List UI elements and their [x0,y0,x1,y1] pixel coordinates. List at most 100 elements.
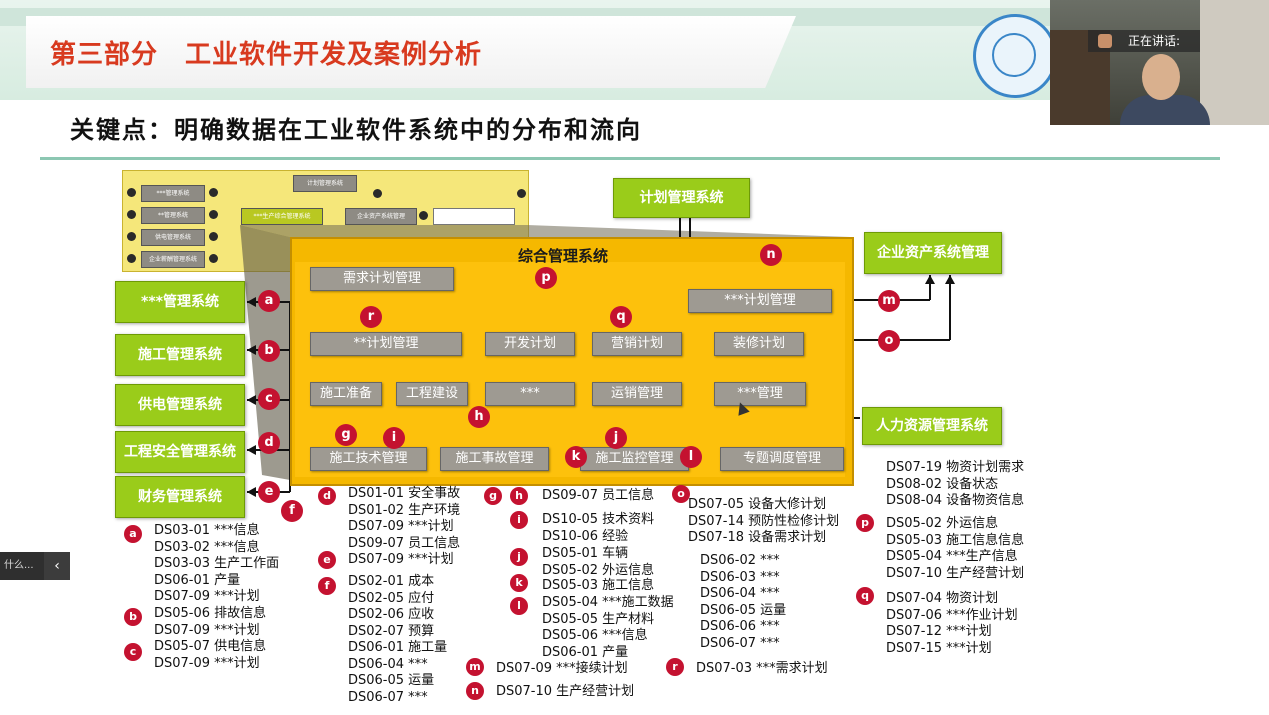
mini-node [419,211,428,220]
legend-badge-q: q [856,587,874,605]
construction-accident-box: 施工事故管理 [440,447,549,471]
mini-box: 计划管理系统 [293,175,357,192]
speaking-indicator: 正在讲话: [1088,30,1200,52]
legend-badge-r: r [666,658,684,676]
badge-c: c [258,388,280,410]
badge-j: j [605,427,627,449]
slide-subtitle: 关键点：明确数据在工业软件系统中的分布和流向 [70,116,642,144]
speaking-label: 正在讲话: [1128,34,1181,48]
legend-badge-e: e [318,551,336,569]
title-banner [26,16,796,88]
slide-title: 第三部分 工业软件开发及案例分析 [50,40,483,70]
hr-system-box: 人力资源管理系统 [862,407,1002,445]
system-box: ***管理系统 [115,281,245,323]
integrated-system-title: 综合管理系统 [518,247,609,265]
legend-badge-b: b [124,608,142,626]
engineering-box: 工程建设 [396,382,468,406]
marketing-plan-box: 营销计划 [592,332,682,356]
legend-list-e: DS07-09 ***计划 [348,552,454,567]
badge-d: d [258,432,280,454]
legend-badge-f: f [318,577,336,595]
badge-g: g [335,424,357,446]
mini-box: **管理系统 [141,207,205,224]
chevron-left-icon[interactable]: ‹ [44,552,70,580]
legend-badge-a: a [124,525,142,543]
mini-box: 企业资产系统管理 [345,208,417,225]
badge-h: h [468,406,490,428]
mini-node [127,254,136,263]
university-logo [973,14,1057,98]
mini-node [127,188,136,197]
system-box: 供电管理系统 [115,384,245,426]
badge-e: e [258,481,280,503]
mini-node [209,210,218,219]
plan-system-box: 计划管理系统 [613,178,750,218]
legend-badge-g: g [484,487,502,505]
badge-r: r [360,306,382,328]
badge-b: b [258,340,280,362]
side-panel-toggle[interactable]: 什么... ‹ [0,552,70,580]
mini-box: 供电管理系统 [141,229,205,246]
system-box: 财务管理系统 [115,476,245,518]
mini-node [373,189,382,198]
asset-system-box: 企业资产系统管理 [864,232,1002,274]
legend-badge-m: m [466,658,484,676]
mini-node [127,232,136,241]
star-plan-mgmt-box: ***计划管理 [688,289,832,313]
construction-monitor-box: 施工监控管理 [580,447,689,471]
badge-f: f [281,500,303,522]
badge-k: k [565,446,587,468]
badge-a: a [258,290,280,312]
badge-m: m [878,290,900,312]
construction-prep-box: 施工准备 [310,382,382,406]
transport-mgmt-box: 运销管理 [592,382,682,406]
badge-i: i [383,427,405,449]
legend-badge-j: j [510,548,528,566]
demand-plan-box: 需求计划管理 [310,267,454,291]
plan2-box: **计划管理 [310,332,462,356]
repair-plan-box: 装修计划 [714,332,804,356]
mini-node [209,254,218,263]
legend-list-gh: DS09-07 员工信息 [542,488,655,503]
legend-list-o2: DS06-02 ***DS06-03 ***DS06-04 ***DS06-05… [700,553,787,651]
legend-list-r: DS07-03 ***需求计划 [696,661,828,676]
badge-p: p [535,267,557,289]
mini-node [127,210,136,219]
mini-box-blank [433,208,515,225]
legend-badge-d: d [318,487,336,505]
legend-badge-c: c [124,643,142,661]
mini-node [517,189,526,198]
mini-node [209,188,218,197]
stars-box: *** [485,382,575,406]
legend-badge-p: p [856,514,874,532]
legend-badge-n: n [466,682,484,700]
system-box: 工程安全管理系统 [115,431,245,473]
badge-q: q [610,306,632,328]
badge-l: l [680,446,702,468]
legend-badge-o: o [672,485,690,503]
dispatch-box: 专题调度管理 [720,447,844,471]
speaker-avatar-icon [1098,34,1112,48]
construction-tech-box: 施工技术管理 [310,447,427,471]
badge-n: n [760,244,782,266]
divider [40,157,1220,160]
star-mgmt-box: ***管理 [714,382,806,406]
system-box: 施工管理系统 [115,334,245,376]
legend-list-m: DS07-09 ***接续计划 [496,661,628,676]
mini-box: ***管理系统 [141,185,205,202]
mini-box: 企业薪酬管理系统 [141,251,205,268]
legend-list-k: DS05-03 施工信息 [542,578,655,593]
speaker-video [1050,0,1269,125]
mini-box: ***生产综合管理系统 [241,208,323,225]
